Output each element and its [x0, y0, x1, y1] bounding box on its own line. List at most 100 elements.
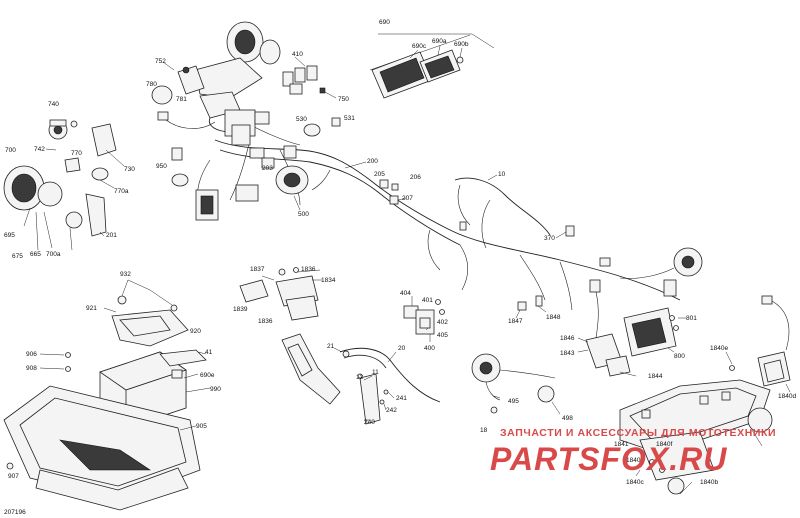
- left-control-pod: [151, 85, 216, 129]
- label-1839: 1839: [233, 306, 248, 313]
- label-690a: 690a: [432, 38, 447, 45]
- label-41: 41: [205, 349, 213, 356]
- label-531: 531: [344, 115, 355, 122]
- label-1840a: 1840a: [626, 457, 644, 464]
- label-1840b: 1840b: [700, 479, 718, 486]
- label-1837: 1837: [250, 266, 265, 273]
- label-905: 905: [196, 423, 207, 430]
- instrument-cluster-group: [369, 33, 495, 99]
- battery-tray: [3, 385, 201, 511]
- headlight-switch-group: [48, 119, 125, 189]
- label-240: 240: [364, 419, 375, 426]
- watermark-brand: PARTSFOX.RU: [490, 441, 727, 477]
- label-700: 700: [5, 147, 16, 154]
- label-495: 495: [508, 398, 519, 405]
- label-500: 500: [298, 211, 309, 218]
- label-730: 730: [124, 166, 135, 173]
- label-410: 410: [292, 51, 303, 58]
- label-690c: 690c: [412, 43, 427, 50]
- label-370: 370: [544, 235, 555, 242]
- label-932: 932: [120, 271, 131, 278]
- label-770: 770: [71, 150, 82, 157]
- label-1840c: 1840c: [626, 479, 644, 486]
- label-401: 401: [422, 297, 433, 304]
- headlamp-495: [471, 353, 561, 415]
- label-770a: 770a: [114, 188, 129, 195]
- label-21: 21: [327, 343, 335, 350]
- label-206: 206: [410, 174, 421, 181]
- label-695: 695: [4, 232, 15, 239]
- label-801: 801: [686, 315, 697, 322]
- label-1836-top: 1836: [301, 266, 316, 273]
- switch-group-410: [282, 56, 337, 99]
- label-201: 201: [106, 232, 117, 239]
- label-207: 207: [402, 195, 413, 202]
- tail-light-1840d: [725, 295, 791, 393]
- label-1840f: 1840f: [656, 441, 672, 448]
- harness-connectors: [171, 109, 341, 221]
- label-402: 402: [437, 319, 448, 326]
- label-800: 800: [674, 353, 685, 360]
- label-1841: 1841: [614, 441, 629, 448]
- switch-assembly-1844: [577, 279, 637, 377]
- handlebar-housing: [177, 21, 281, 133]
- label-530: 530: [296, 116, 307, 123]
- label-780: 780: [146, 81, 157, 88]
- label-950: 950: [156, 163, 167, 170]
- diagram-reference-code: 207196: [4, 509, 26, 516]
- label-742: 742: [34, 146, 45, 153]
- horn-component: [599, 247, 703, 297]
- label-18xx: 18: [480, 427, 488, 434]
- label-675: 675: [12, 253, 23, 260]
- relay-group-205: [379, 179, 407, 205]
- label-241: 241: [396, 395, 407, 402]
- label-1847: 1847: [508, 318, 523, 325]
- label-1846: 1846: [560, 335, 575, 342]
- license-plate-bracket: [619, 379, 773, 495]
- label-1848: 1848: [546, 314, 561, 321]
- label-400: 400: [424, 345, 435, 352]
- label-1840d: 1840d: [778, 393, 796, 400]
- headlight-assembly: [3, 165, 107, 251]
- label-1834: 1834: [321, 277, 336, 284]
- label-205: 205: [374, 171, 385, 178]
- label-907: 907: [8, 473, 19, 480]
- label-700a: 700a: [46, 251, 61, 258]
- rear-harness-10: [454, 177, 575, 249]
- label-20: 20: [398, 345, 406, 352]
- battery-holder-group: [103, 279, 189, 347]
- label-1840e: 1840e: [710, 345, 728, 352]
- bracket-group-240: [281, 333, 441, 425]
- bracket-group-1836: [239, 267, 322, 321]
- label-750: 750: [338, 96, 349, 103]
- label-10: 10: [498, 171, 506, 178]
- label-242: 242: [386, 407, 397, 414]
- label-1843: 1843: [560, 350, 575, 357]
- label-405: 405: [437, 332, 448, 339]
- label-1836-bottom: 1836: [258, 318, 273, 325]
- label-990: 990: [210, 386, 221, 393]
- sensor-group-400: [403, 296, 445, 342]
- label-498: 498: [562, 415, 573, 422]
- label-752: 752: [155, 58, 166, 65]
- label-200: 200: [367, 158, 378, 165]
- label-12: 12: [356, 374, 364, 381]
- control-module-800: [623, 307, 686, 357]
- label-740: 740: [48, 101, 59, 108]
- label-11: 11: [372, 369, 379, 376]
- label-908: 908: [26, 365, 37, 372]
- watermark-tagline: ЗАПЧАСТИ И АКСЕССУАРЫ ДЛЯ МОТОТЕХНИКИ: [500, 427, 776, 439]
- label-690: 690: [379, 19, 390, 26]
- label-906: 906: [26, 351, 37, 358]
- connector-1847: [515, 295, 547, 319]
- label-920: 920: [190, 328, 201, 335]
- label-690e: 690e: [200, 372, 215, 379]
- label-690b: 690b: [454, 41, 469, 48]
- label-203: 203: [262, 165, 273, 172]
- label-1844: 1844: [648, 373, 663, 380]
- main-wiring-harness: [196, 119, 681, 311]
- label-404: 404: [400, 290, 411, 297]
- label-921: 921: [86, 305, 97, 312]
